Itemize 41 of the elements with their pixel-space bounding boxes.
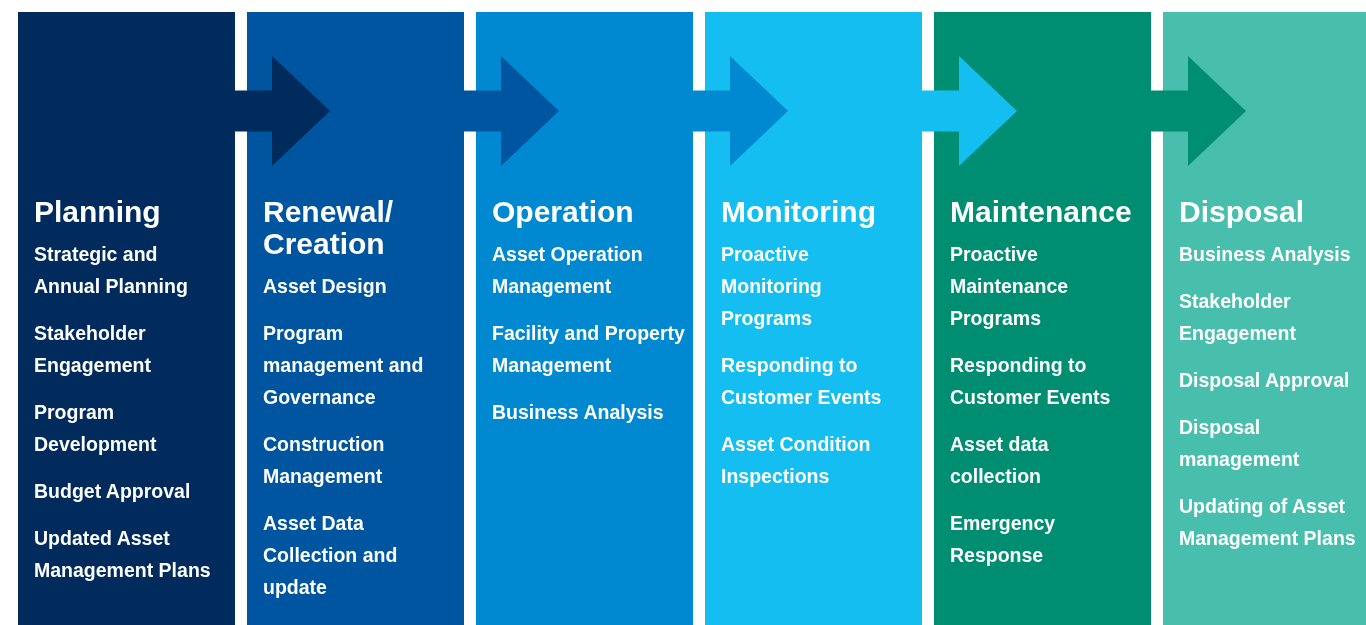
stage-heading: Operation [492,196,635,228]
activity-text: Business Analysis [1179,242,1352,267]
stage-column [18,12,235,625]
activity-text: Emergency Response [950,511,1057,568]
arrow [922,56,1017,166]
stage-heading: Maintenance [950,196,1133,228]
activity-text: Strategic and Annual Planning [34,242,189,299]
activity-text: Asset Condition Inspections [721,432,872,489]
stage-heading: Disposal [1179,196,1306,228]
stage-column [705,12,922,625]
activity-text: Asset Design [263,274,388,299]
activity-text: Asset Data Collection and update [263,511,399,600]
activity-text: Disposal Approval [1179,368,1351,393]
activity-text: Program Development [34,400,158,457]
activity-text: Updating of Asset Management Plans [1179,494,1357,551]
activity-text: Facility and Property Management [492,321,685,378]
stage-heading: Planning [34,196,162,228]
stage-column [934,12,1151,625]
stage-column [476,12,693,625]
activity-text: Proactive Monitoring Programs [721,242,823,331]
activity-text: Budget Approval [34,479,192,504]
activity-text: Responding to Customer Events [721,353,883,410]
activity-text: Stakeholder Engagement [34,321,153,378]
stage-heading: Renewal/ Creation [263,196,395,260]
activity-text: Proactive Maintenance Programs [950,242,1070,331]
arrow [464,56,559,166]
arrow [235,56,330,166]
stage-column [1163,12,1366,625]
activity-text: Updated Asset Management Plans [34,526,212,583]
activity-text: Construction Management [263,432,386,489]
activity-text: Asset Operation Management [492,242,644,299]
arrow [693,56,788,166]
activity-text: Responding to Customer Events [950,353,1112,410]
activity-text: Program management and Governance [263,321,425,410]
activity-text: Disposal management [1179,415,1301,472]
arrow [1151,56,1246,166]
activity-text: Asset data collection [950,432,1050,489]
stage-heading: Monitoring [721,196,877,228]
stage-column [247,12,464,625]
activity-text: Stakeholder Engagement [1179,289,1298,346]
activity-text: Business Analysis [492,400,665,425]
